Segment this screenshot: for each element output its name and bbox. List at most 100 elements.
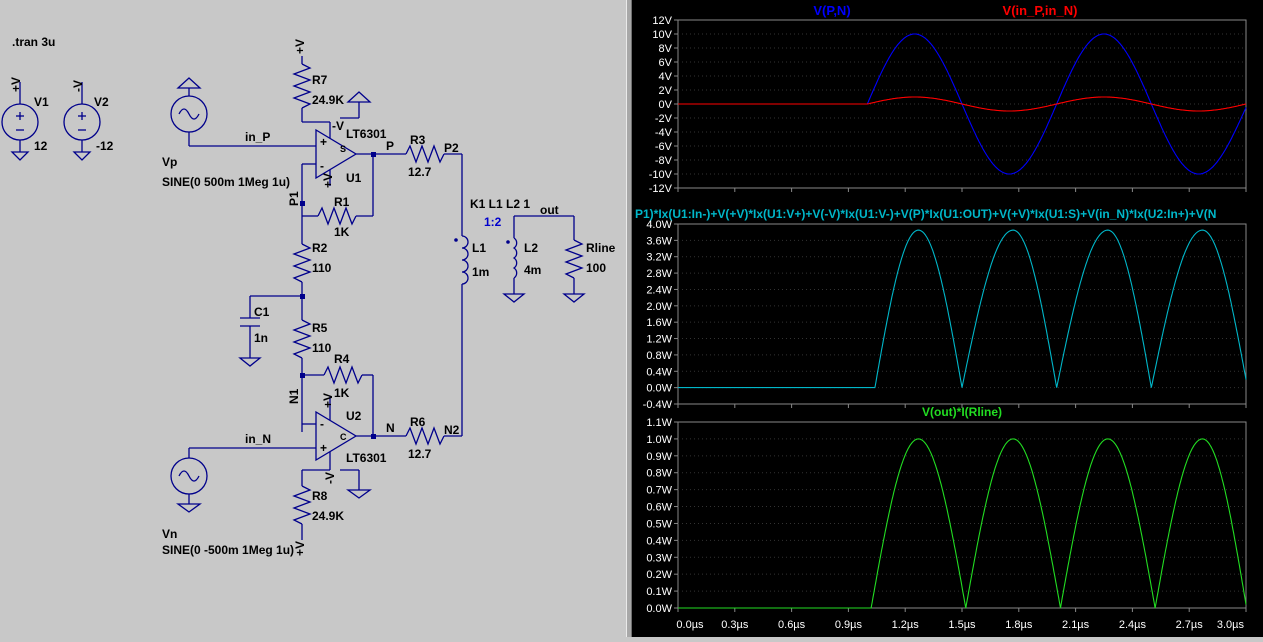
r3-name: R3 — [410, 133, 426, 147]
v2-node-label: -V — [71, 80, 85, 92]
resistor-r2[interactable] — [292, 243, 312, 283]
opamp-u2[interactable]: - + +V C -V U2 — [315, 393, 362, 484]
source-vn[interactable]: Vn SINE(0 -500m 1Meg 1u) — [162, 448, 294, 557]
series-trace[interactable] — [678, 96, 1247, 112]
vp-value: SINE(0 500m 1Meg 1u) — [162, 175, 290, 189]
net-p: P — [386, 139, 394, 153]
pane-divider[interactable] — [626, 0, 632, 637]
resistor-r5[interactable] — [292, 319, 312, 359]
r4-value: 1K — [334, 386, 350, 400]
x-tick-label: 1.5µs — [948, 619, 976, 631]
resistor-r4[interactable] — [323, 365, 363, 385]
v1-value: 12 — [34, 139, 48, 153]
y-tick-label: 0V — [659, 99, 673, 111]
x-tick-label: 0.3µs — [721, 619, 749, 631]
r5-value: 110 — [312, 341, 332, 355]
l1-name: L1 — [472, 241, 486, 255]
c1-value: 1n — [254, 331, 268, 345]
x-tick-label: 0.6µs — [778, 619, 806, 631]
u1-plus-pin: + — [320, 135, 327, 149]
series-trace[interactable] — [678, 438, 1247, 609]
y-tick-label: 1.2W — [646, 334, 672, 346]
y-tick-label: -12V — [649, 183, 673, 195]
plot-title[interactable]: P1)*Ix(U1:In-)+V(+V)*Ix(U1:V+)+V(-V)*Ix(… — [635, 207, 1216, 221]
y-tick-label: 0.5W — [646, 518, 672, 530]
resistor-r7[interactable] — [292, 63, 312, 109]
vn-value: SINE(0 -500m 1Meg 1u) — [162, 543, 294, 557]
net-p2: P2 — [444, 141, 459, 155]
resistor-r8[interactable] — [292, 485, 312, 525]
x-tick-label: 0.0µs — [676, 619, 704, 631]
u2-pos-pin: +V — [321, 393, 335, 408]
inductor-l2[interactable] — [512, 237, 518, 279]
r8-name: R8 — [312, 489, 328, 503]
y-tick-label: 3.6W — [646, 235, 672, 247]
y-tick-label: 0.4W — [646, 366, 672, 378]
net-out: out — [540, 203, 559, 217]
y-tick-label: 1.0W — [646, 434, 672, 446]
plot-pane-opamp-power[interactable]: 4.0W3.6W3.2W2.8W2.4W2.0W1.6W1.2W0.8W0.4W… — [635, 207, 1247, 411]
plot-frame — [677, 223, 1247, 405]
inductor-l1[interactable] — [461, 235, 469, 285]
rline-value: 100 — [586, 261, 606, 275]
y-tick-label: -4V — [655, 127, 673, 139]
u2-neg-pin: -V — [323, 472, 337, 484]
waveform-canvas[interactable]: 12V10V8V6V4V2V0V-2V-4V-6V-8V-10V-12VV(P,… — [632, 0, 1263, 637]
resistor-r3[interactable] — [405, 144, 445, 164]
v2-value: -12 — [96, 139, 114, 153]
y-tick-label: 0.1W — [646, 586, 672, 598]
legend-entry[interactable]: V(in_P,in_N) — [1003, 3, 1078, 18]
resistor-rline[interactable] — [564, 239, 584, 279]
x-tick-label: 2.7µs — [1176, 619, 1204, 631]
vp-name: Vp — [162, 155, 177, 169]
net-in-p: in_P — [245, 130, 270, 144]
y-tick-label: 0.6W — [646, 502, 672, 514]
u2-name: U2 — [346, 409, 362, 423]
y-tick-label: 2V — [659, 85, 673, 97]
y-tick-label: -6V — [655, 141, 673, 153]
source-vp[interactable]: Vp SINE(0 500m 1Meg 1u) — [162, 77, 290, 189]
schematic-pane[interactable]: .tran 3u +V V1 12 -V — [0, 0, 626, 637]
series-trace[interactable] — [678, 229, 1247, 389]
r2-value: 110 — [312, 261, 332, 275]
u2-plus-pin: + — [320, 441, 327, 455]
y-tick-label: 1.6W — [646, 317, 672, 329]
plot-title[interactable]: V(out)*I(Rline) — [922, 405, 1002, 419]
l2-value: 4m — [524, 263, 541, 277]
coupling-directive[interactable]: K1 L1 L2 1 — [470, 197, 530, 211]
v2-name: V2 — [94, 95, 109, 109]
y-tick-label: 0.4W — [646, 535, 672, 547]
resistor-r6[interactable] — [405, 426, 445, 446]
net-p1: P1 — [287, 191, 301, 206]
u1-minus-pin: - — [320, 159, 324, 173]
plot-pane-load-power[interactable]: 1.1W1.0W0.9W0.8W0.7W0.6W0.5W0.4W0.3W0.2W… — [646, 405, 1247, 615]
tran-directive[interactable]: .tran 3u — [12, 35, 55, 49]
opamp-u1[interactable]: + - -V S +V U1 — [302, 119, 362, 188]
y-tick-label: 0.8W — [646, 350, 672, 362]
y-tick-label: -0.4W — [643, 399, 673, 411]
schematic-canvas[interactable]: .tran 3u +V V1 12 -V — [0, 0, 626, 637]
u2-part: LT6301 — [346, 451, 387, 465]
resistor-r1[interactable] — [317, 206, 357, 226]
x-tick-label: 1.2µs — [892, 619, 920, 631]
y-tick-label: 4V — [659, 71, 673, 83]
y-tick-label: 0.8W — [646, 468, 672, 480]
legend-entry[interactable]: V(P,N) — [813, 3, 850, 18]
rline-name: Rline — [586, 241, 616, 255]
u2-c-pin: C — [340, 432, 347, 442]
v1-name: V1 — [34, 95, 49, 109]
y-tick-label: -10V — [649, 169, 673, 181]
u1-name: U1 — [346, 171, 362, 185]
r8-node-label: +V — [293, 541, 307, 556]
source-v1[interactable]: +V V1 12 — [1, 77, 49, 161]
u1-shdn-pin: S — [340, 144, 346, 154]
net-n1: N1 — [287, 388, 301, 404]
plot-pane-voltage[interactable]: 12V10V8V6V4V2V0V-2V-4V-6V-8V-10V-12VV(P,… — [649, 3, 1247, 195]
x-tick-label: 3.0µs — [1217, 619, 1245, 631]
y-tick-label: 0.7W — [646, 485, 672, 497]
y-tick-label: 10V — [652, 29, 672, 41]
source-v2[interactable]: -V V2 -12 — [63, 80, 114, 161]
y-tick-label: 3.2W — [646, 252, 672, 264]
